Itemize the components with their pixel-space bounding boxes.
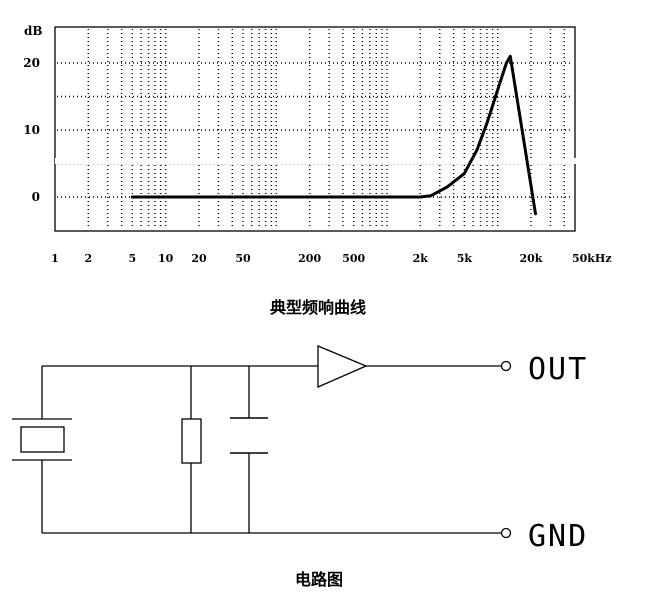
x-tick-label: 5 <box>129 252 137 265</box>
response-curve <box>130 54 537 216</box>
x-tick-label: 2 <box>84 252 92 265</box>
crystal-element <box>12 366 72 533</box>
amplifier <box>317 345 368 388</box>
diagram-caption: 电路图 <box>295 570 343 589</box>
x-tick-label: 200 <box>298 252 321 265</box>
y-axis-label: dB <box>24 24 43 38</box>
circuit-diagram: OUT GND 电路图 <box>12 345 588 589</box>
x-axis: 1 2 5 10 20 50 200 500 2k 5k 20k 50kHz <box>51 252 611 265</box>
gnd-label: GND <box>528 519 588 554</box>
resistor <box>181 366 202 533</box>
gnd-terminal <box>500 527 512 539</box>
capacitor <box>230 366 268 533</box>
x-tick-label: 500 <box>342 252 365 265</box>
x-tick-label: 5k <box>457 252 473 265</box>
y-tick-label: 0 <box>32 190 40 204</box>
y-tick-label: 10 <box>23 123 40 137</box>
out-label: OUT <box>528 352 588 387</box>
frequency-response-chart: 20 10 0 dB 1 2 5 10 20 50 200 500 2k 5k 20k 50kHz 典型频… <box>23 24 611 317</box>
y-tick-label: 20 <box>23 56 40 70</box>
x-tick-label: 20k <box>519 252 542 265</box>
out-terminal <box>500 360 512 372</box>
x-tick-label: 50 <box>235 252 251 265</box>
grid <box>57 29 573 229</box>
x-tick-label: 50kHz <box>572 252 612 265</box>
x-tick-label: 2k <box>413 252 429 265</box>
chart-caption: 典型频响曲线 <box>270 298 366 317</box>
y-axis: 20 10 0 <box>23 56 40 204</box>
x-tick-label: 10 <box>158 252 174 265</box>
x-tick-label: 20 <box>191 252 207 265</box>
x-tick-label: 1 <box>51 252 59 265</box>
plot-frame <box>54 26 576 232</box>
